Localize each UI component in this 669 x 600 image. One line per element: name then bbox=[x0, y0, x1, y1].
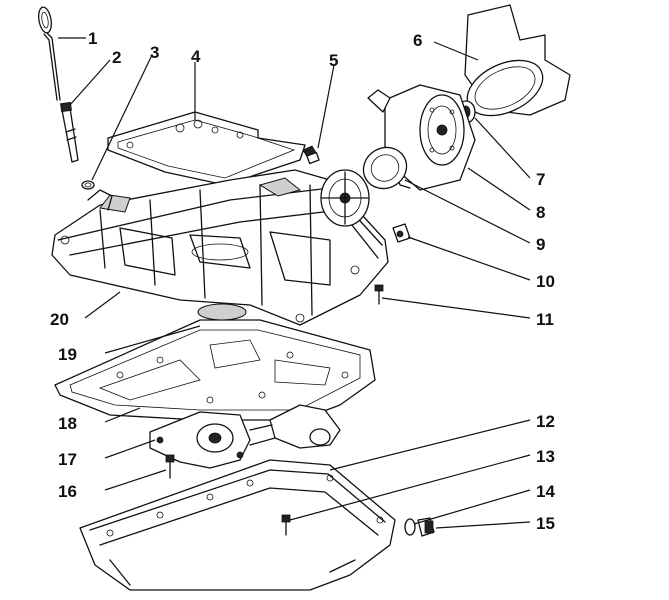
label-11: 11 bbox=[536, 310, 554, 329]
part-housing-gasket bbox=[362, 146, 408, 190]
part-dipstick-tube bbox=[60, 101, 79, 163]
part-drain-plug bbox=[417, 517, 435, 537]
part-oil-filter bbox=[464, 4, 571, 117]
part-bolt-13 bbox=[281, 514, 291, 536]
label-9: 9 bbox=[536, 235, 545, 254]
part-drain-seal bbox=[404, 518, 416, 536]
part-dipstick bbox=[38, 6, 61, 101]
label-2: 2 bbox=[112, 48, 121, 67]
label-12: 12 bbox=[536, 412, 555, 431]
label-14: 14 bbox=[536, 482, 555, 501]
label-4: 4 bbox=[191, 47, 201, 66]
part-adapter-flange bbox=[320, 169, 370, 227]
part-upper-oil-pan bbox=[51, 169, 389, 326]
part-lower-oil-pan bbox=[79, 459, 396, 591]
label-10: 10 bbox=[536, 272, 555, 291]
part-bolt-16 bbox=[165, 454, 175, 479]
part-pump-gasket bbox=[54, 303, 376, 421]
label-3: 3 bbox=[150, 43, 159, 62]
leader-lines bbox=[58, 37, 531, 529]
part-upper-gasket bbox=[107, 111, 306, 186]
label-6: 6 bbox=[413, 31, 422, 50]
label-17: 17 bbox=[58, 450, 77, 469]
label-8: 8 bbox=[536, 203, 545, 222]
label-20: 20 bbox=[50, 310, 69, 329]
label-16: 16 bbox=[58, 482, 77, 501]
part-filter-housing bbox=[367, 84, 476, 191]
label-13: 13 bbox=[536, 447, 555, 466]
part-labels: 1 2 3 4 5 6 7 8 9 10 11 12 13 14 15 16 1… bbox=[50, 29, 555, 533]
label-5: 5 bbox=[329, 51, 338, 70]
label-19: 19 bbox=[58, 345, 77, 364]
part-sender-plug bbox=[302, 145, 320, 165]
part-pressure-switch bbox=[392, 223, 411, 243]
part-oil-pump bbox=[149, 404, 341, 469]
label-15: 15 bbox=[536, 514, 555, 533]
label-7: 7 bbox=[536, 170, 545, 189]
label-18: 18 bbox=[58, 414, 77, 433]
part-seal-ring bbox=[81, 180, 95, 190]
label-1: 1 bbox=[88, 29, 97, 48]
part-bolt-11 bbox=[374, 284, 384, 305]
